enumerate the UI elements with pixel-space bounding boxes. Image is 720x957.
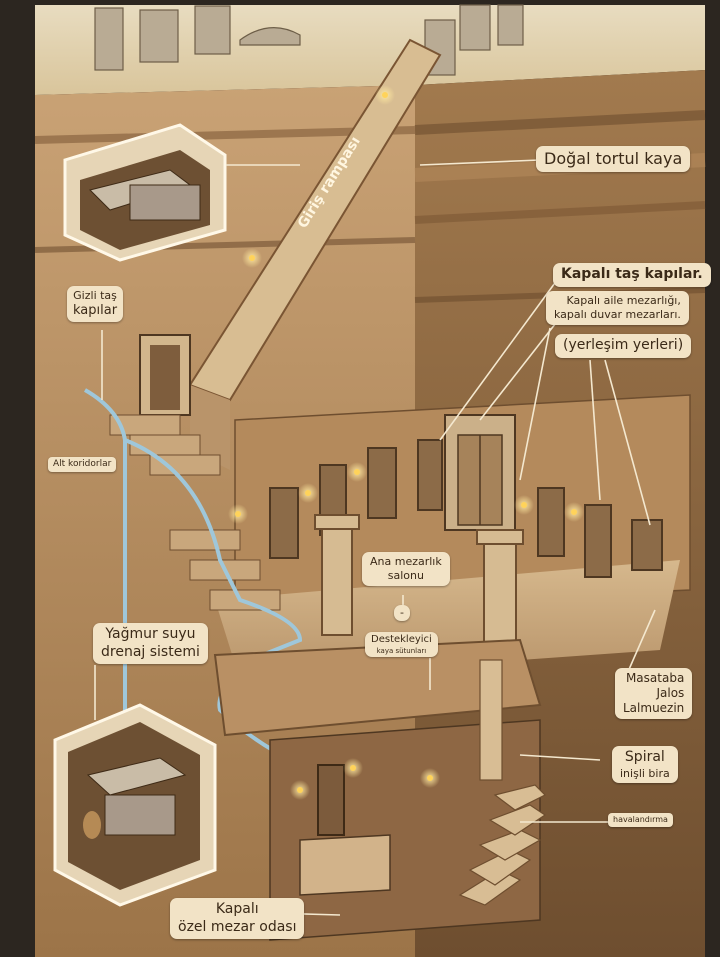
label-text: Yağmur suyu [105,626,196,642]
label-text: Doğal tortul kaya [544,149,683,168]
hall-doors [269,439,663,578]
gravestones [94,4,524,76]
label-family-tombs: Kapalı aile mezarlığı, kapalı duvar meza… [546,291,689,325]
leader-lines [94,159,656,916]
label-text: Lalmuezin [623,701,685,715]
label-text: - [400,606,404,619]
label-text: Kapalı taş kapılar. [561,266,703,282]
label-text: Masataba [625,671,685,685]
label-dash: - [394,605,410,621]
label-text: Ana mezarlık [370,555,442,568]
label-masataba: Masataba Jalos Lalmuezin [615,668,693,719]
stairs-left [109,414,281,611]
label-private-chamber: Kapalı özel mezar odası [170,898,305,939]
label-hidden-doors: Gizli taş kapılar [67,286,124,322]
label-text: kapalı duvar mezarları. [554,307,681,321]
chamber-sarcophagus [299,834,391,896]
label-support-pillars: Destekleyici kaya sütunları [365,632,438,658]
grand-stone-door [444,414,516,531]
label-closed-doors: Kapalı taş kapılar. [553,263,711,287]
label-text: inişli bira [620,766,670,780]
label-text: kaya sütunları [376,646,427,655]
label-text: Alt koridorlar [53,459,112,469]
label-text: Gizli taş [73,289,117,302]
label-text: salonu [387,568,424,582]
label-text: özel mezar odası [178,918,297,935]
label-ventilation: havalandırma [608,813,673,827]
label-rainwater: Yağmur suyu drenaj sistemi [93,623,208,664]
label-lower-corridors: Alt koridorlar [48,457,117,473]
chamber-door [317,764,345,836]
label-text: Kapalı aile mezarlığı, [566,294,681,307]
label-text: (yerleşim yerleri) [563,337,684,353]
label-main-hall: Ana mezarlık salonu [362,552,450,586]
oil-lamps [228,85,584,800]
label-natural-rock: Doğal tortul kaya [536,146,691,172]
label-text: Kapalı [215,901,259,917]
label-text: kapılar [73,302,118,318]
label-text: Spiral [624,749,665,765]
label-text: Destekleyici [371,634,432,645]
label-text: havalandırma [613,815,668,824]
label-settlements: (yerleşim yerleri) [555,334,692,358]
support-pillars [314,514,524,656]
label-text: drenaj sistemi [101,643,200,660]
label-text: Jalos [656,686,685,700]
sarcophagus-inset-bottom [53,703,217,907]
hidden-door-area [139,334,191,416]
label-spiral: Spiral inişli bira [612,746,678,784]
sarcophagus-inset-top [63,123,227,262]
spiral-stairs [458,659,547,906]
